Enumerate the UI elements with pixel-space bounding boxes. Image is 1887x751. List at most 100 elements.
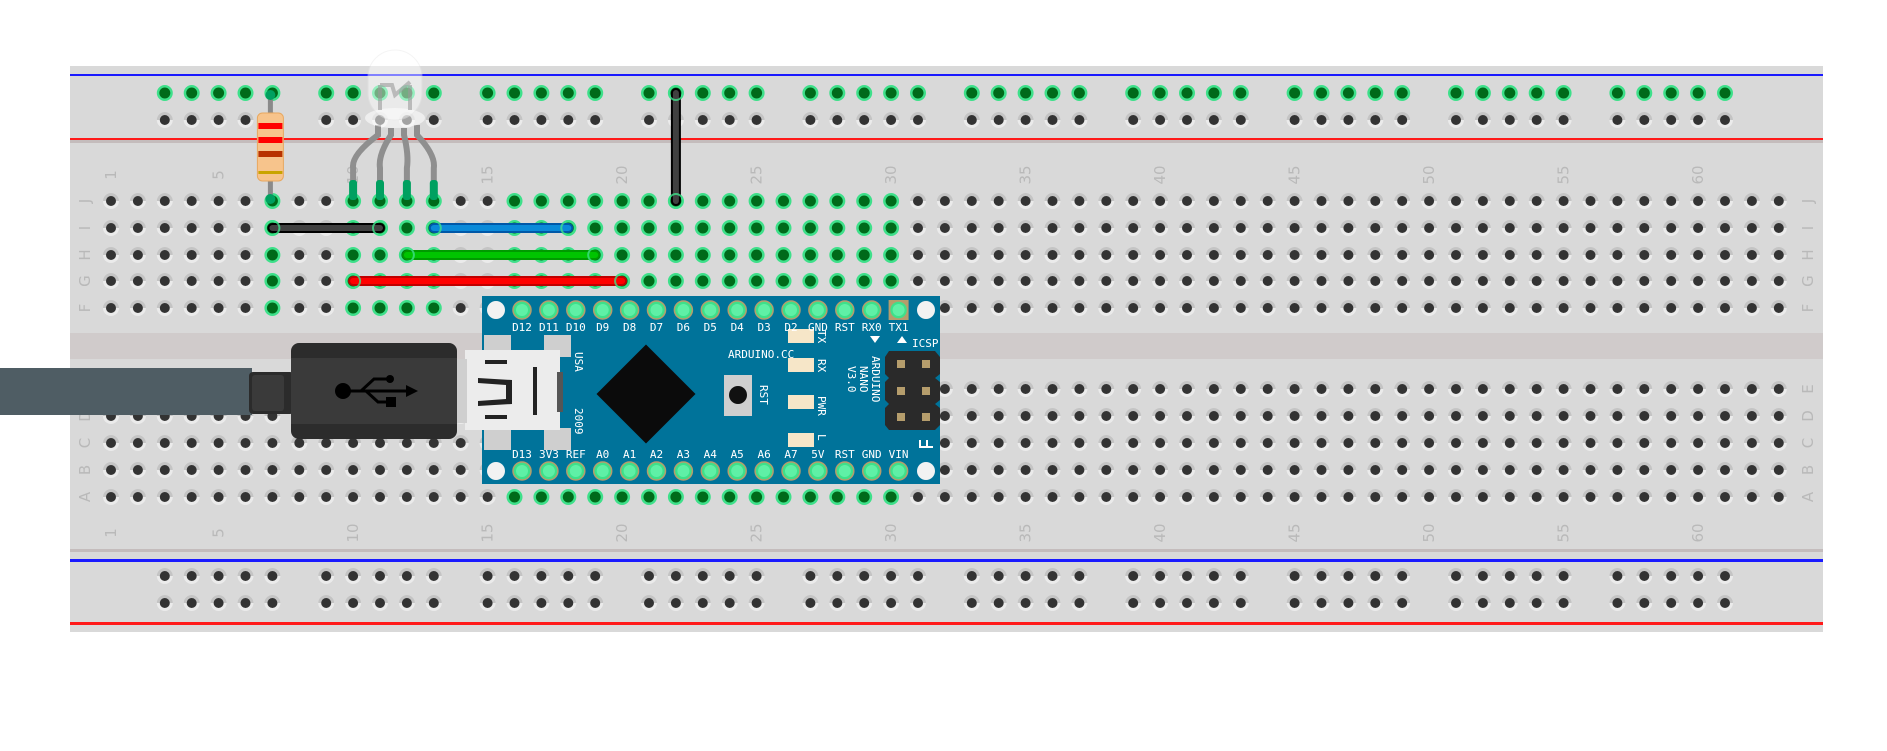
breadboard-hole[interactable]: [1663, 112, 1680, 128]
breadboard-hole[interactable]: [398, 489, 415, 505]
breadboard-hole[interactable]: [1098, 220, 1115, 236]
breadboard-hole[interactable]: [398, 300, 415, 316]
breadboard-hole[interactable]: [1232, 408, 1249, 424]
breadboard-hole[interactable]: [1367, 220, 1384, 236]
breadboard-hole[interactable]: [1501, 408, 1518, 424]
breadboard-hole[interactable]: [1555, 435, 1572, 451]
breadboard-hole[interactable]: [1690, 300, 1707, 316]
breadboard-hole[interactable]: [318, 193, 335, 209]
breadboard-hole[interactable]: [936, 193, 953, 209]
breadboard-hole[interactable]: [1501, 112, 1518, 128]
breadboard-hole[interactable]: [990, 85, 1007, 101]
breadboard-hole[interactable]: [1717, 112, 1733, 128]
breadboard-hole[interactable]: [1528, 568, 1545, 584]
breadboard-hole[interactable]: [1367, 193, 1384, 209]
breadboard-hole[interactable]: [452, 300, 469, 316]
breadboard-hole[interactable]: [210, 220, 227, 236]
breadboard-hole[interactable]: [1528, 462, 1545, 478]
breadboard-hole[interactable]: [1394, 408, 1411, 424]
breadboard-hole[interactable]: [1313, 435, 1330, 451]
breadboard-hole[interactable]: [1474, 462, 1491, 478]
breadboard-hole[interactable]: [1071, 489, 1088, 505]
breadboard-hole[interactable]: [1663, 462, 1680, 478]
breadboard-hole[interactable]: [398, 462, 415, 478]
breadboard-hole[interactable]: [1609, 220, 1626, 236]
breadboard-hole[interactable]: [1044, 300, 1061, 316]
breadboard-hole[interactable]: [1636, 408, 1653, 424]
breadboard-hole[interactable]: [1340, 381, 1357, 397]
breadboard-hole[interactable]: [721, 193, 738, 209]
breadboard-hole[interactable]: [748, 273, 765, 289]
breadboard-hole[interactable]: [210, 273, 227, 289]
breadboard-hole[interactable]: [1286, 489, 1303, 505]
breadboard-hole[interactable]: [963, 462, 980, 478]
breadboard-hole[interactable]: [1179, 462, 1195, 478]
breadboard-hole[interactable]: [775, 247, 792, 263]
breadboard-hole[interactable]: [237, 489, 254, 505]
breadboard-hole[interactable]: [1125, 489, 1142, 505]
breadboard-hole[interactable]: [1743, 408, 1760, 424]
breadboard-hole[interactable]: [1205, 300, 1222, 316]
red-wire-g10-g20[interactable]: [345, 273, 631, 289]
breadboard-hole[interactable]: [1340, 300, 1357, 316]
breadboard-hole[interactable]: [775, 489, 792, 505]
breadboard-hole[interactable]: [1313, 408, 1330, 424]
breadboard-hole[interactable]: [1555, 568, 1572, 584]
breadboard-hole[interactable]: [1555, 85, 1572, 101]
breadboard-hole[interactable]: [883, 112, 900, 128]
black-wire-rail-j22[interactable]: [667, 85, 684, 209]
breadboard-hole[interactable]: [1555, 381, 1572, 397]
breadboard-hole[interactable]: [210, 112, 227, 128]
breadboard-hole[interactable]: [883, 273, 900, 289]
breadboard-hole[interactable]: [1125, 300, 1142, 316]
breadboard-hole[interactable]: [1044, 595, 1061, 611]
breadboard-hole[interactable]: [1555, 112, 1572, 128]
breadboard-hole[interactable]: [264, 568, 281, 584]
breadboard-hole[interactable]: [1340, 462, 1357, 478]
breadboard-hole[interactable]: [372, 300, 388, 316]
breadboard-hole[interactable]: [318, 112, 335, 128]
breadboard-hole[interactable]: [1259, 381, 1276, 397]
breadboard-hole[interactable]: [1770, 273, 1787, 289]
breadboard-hole[interactable]: [452, 462, 469, 478]
breadboard-hole[interactable]: [963, 381, 980, 397]
breadboard-hole[interactable]: [829, 193, 846, 209]
breadboard-hole[interactable]: [1555, 408, 1572, 424]
breadboard-hole[interactable]: [1582, 435, 1599, 451]
breadboard-hole[interactable]: [1017, 435, 1034, 451]
breadboard-hole[interactable]: [1555, 193, 1572, 209]
breadboard-hole[interactable]: [1743, 381, 1760, 397]
breadboard-hole[interactable]: [1555, 489, 1572, 505]
breadboard-hole[interactable]: [1259, 462, 1276, 478]
breadboard-hole[interactable]: [1636, 381, 1653, 397]
breadboard-hole[interactable]: [1125, 220, 1142, 236]
breadboard-hole[interactable]: [641, 247, 657, 263]
rgb-led[interactable]: [349, 49, 438, 200]
breadboard-hole[interactable]: [1232, 435, 1249, 451]
breadboard-hole[interactable]: [291, 247, 308, 263]
breadboard-hole[interactable]: [533, 489, 550, 505]
breadboard-hole[interactable]: [1743, 247, 1760, 263]
breadboard-hole[interactable]: [694, 193, 711, 209]
breadboard-hole[interactable]: [1232, 112, 1249, 128]
breadboard-hole[interactable]: [264, 462, 281, 478]
breadboard-hole[interactable]: [210, 247, 227, 263]
breadboard-hole[interactable]: [1528, 300, 1545, 316]
breadboard-hole[interactable]: [1017, 300, 1034, 316]
breadboard-hole[interactable]: [1205, 85, 1222, 101]
breadboard-hole[interactable]: [963, 489, 980, 505]
breadboard-hole[interactable]: [748, 247, 765, 263]
breadboard-hole[interactable]: [1770, 300, 1787, 316]
breadboard-hole[interactable]: [372, 247, 388, 263]
breadboard-hole[interactable]: [1421, 381, 1438, 397]
breadboard-hole[interactable]: [694, 85, 711, 101]
breadboard-hole[interactable]: [829, 112, 846, 128]
breadboard-hole[interactable]: [1474, 273, 1491, 289]
breadboard-hole[interactable]: [1017, 489, 1034, 505]
breadboard-hole[interactable]: [345, 247, 362, 263]
breadboard-hole[interactable]: [1501, 489, 1518, 505]
breadboard-hole[interactable]: [990, 220, 1007, 236]
breadboard-hole[interactable]: [1044, 381, 1061, 397]
breadboard-hole[interactable]: [560, 112, 577, 128]
